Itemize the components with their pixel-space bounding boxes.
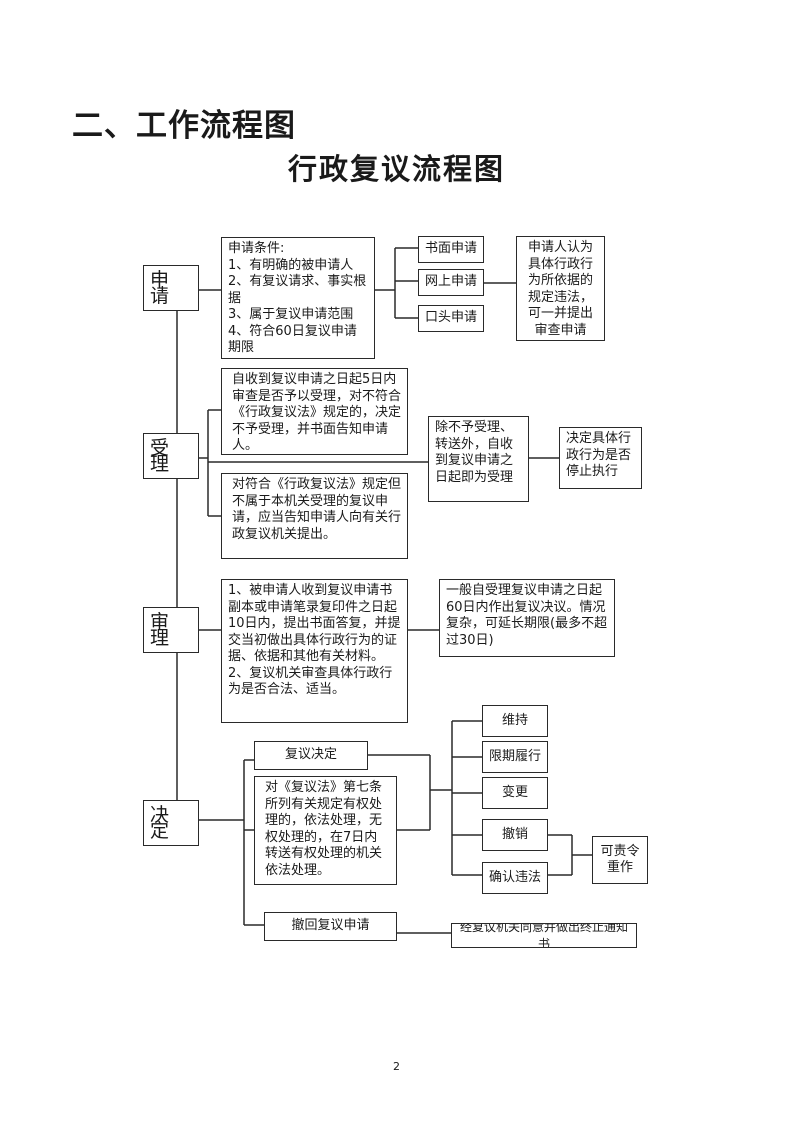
accept-default: 除不予受理、转送外，自收到复议申请之日起即为受理 — [428, 416, 529, 502]
accept-suspension: 决定具体行政行为是否停止执行 — [559, 427, 642, 489]
outcome-change: 变更 — [482, 777, 548, 809]
outcome-uphold: 维持 — [482, 705, 548, 737]
termination-box: 经复议机关同意并做出终止通知书 — [451, 923, 637, 948]
outcome-illegal: 确认违法 — [482, 862, 548, 894]
stage-accept: 受理 — [143, 433, 199, 479]
method-written: 书面申请 — [418, 236, 484, 263]
page-number: 2 — [393, 1060, 400, 1073]
outcome-perform: 限期履行 — [482, 741, 548, 773]
decide-transfer: 对《复议法》第七条所列有关规定有权处理的，依法处理，无权处理的，在7日内转送有权… — [254, 776, 397, 885]
stage-decide: 决定 — [143, 800, 199, 846]
review-process: 1、被申请人收到复议申请书副本或申请笔录复印件之日起10日内，提出书面答复，并提… — [221, 579, 408, 723]
review-deadline: 一般自受理复议申请之日起60日内作出复议决议。情况复杂，可延长期限(最多不超过3… — [439, 579, 615, 657]
apply-conditions: 申请条件: 1、有明确的被申请人 2、有复议请求、事实根据 3、属于复议申请范围… — [221, 237, 375, 359]
outcome-revoke: 撤销 — [482, 819, 548, 851]
decision-box: 复议决定 — [254, 741, 368, 770]
withdraw-box: 撤回复议申请 — [264, 912, 397, 941]
method-online: 网上申请 — [418, 269, 484, 296]
section-heading: 二、工作流程图 — [72, 108, 296, 144]
stage-review: 审理 — [143, 607, 199, 653]
method-oral: 口头申请 — [418, 305, 484, 332]
apply-note: 申请人认为具体行政行为所依据的规定违法，可一并提出审查申请 — [516, 236, 605, 341]
accept-review-period: 自收到复议申请之日起5日内审查是否予以受理，对不符合《行政复议法》规定的，决定不… — [221, 368, 408, 455]
outcome-redo: 可责令重作 — [592, 836, 648, 884]
accept-redirect: 对符合《行政复议法》规定但不属于本机关受理的复议申请，应当告知申请人向有关行政复… — [221, 473, 408, 559]
stage-apply: 申请 — [143, 265, 199, 311]
flowchart-title: 行政复议流程图 — [287, 152, 505, 186]
